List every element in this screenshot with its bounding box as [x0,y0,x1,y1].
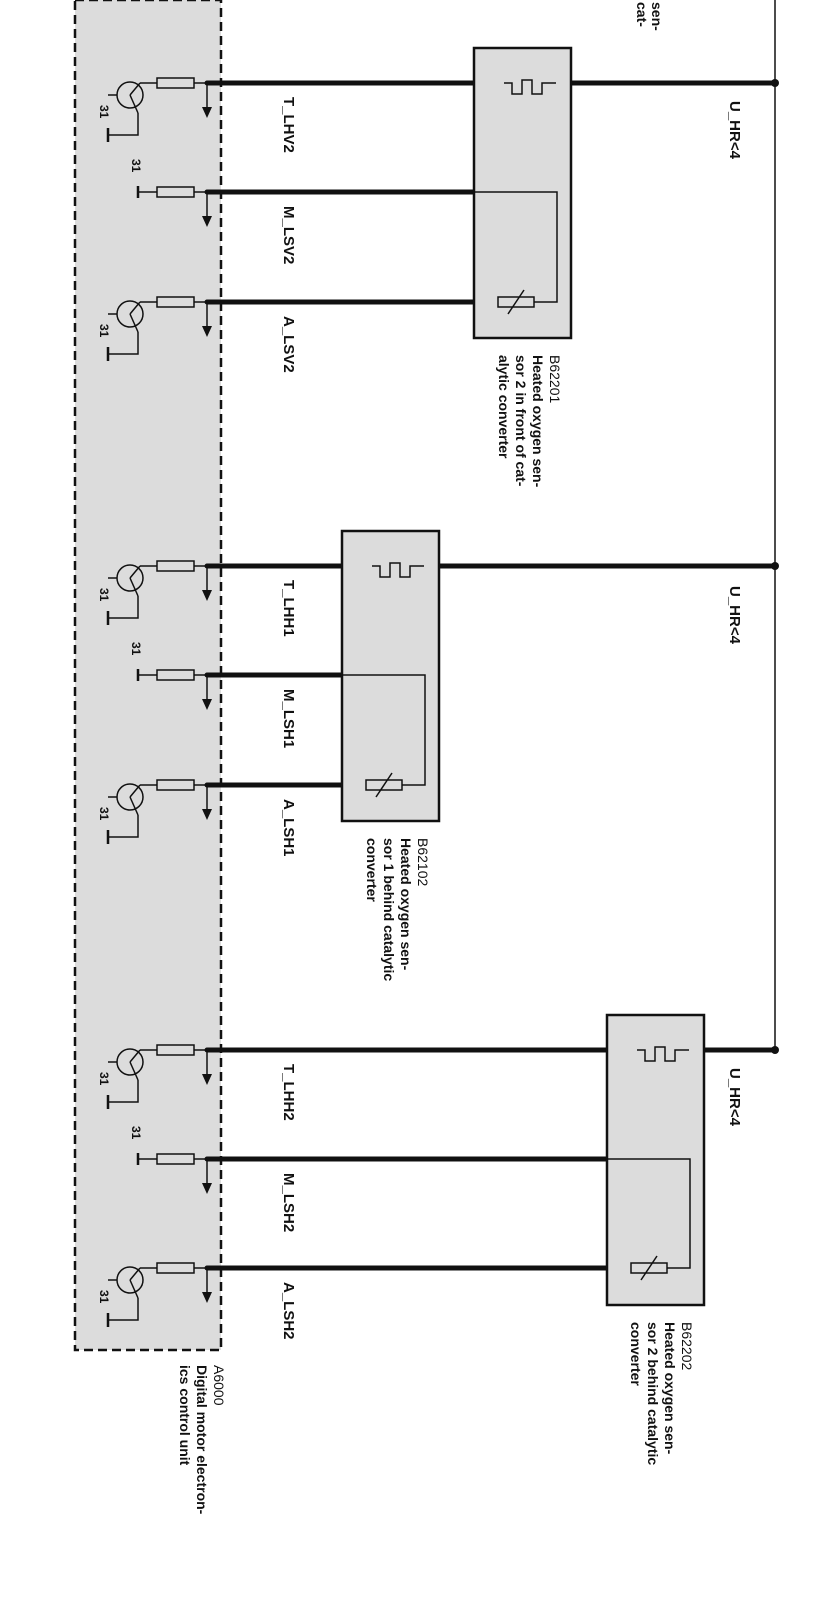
arrow-icon [202,107,212,118]
sensor-id: B62202 [679,1322,695,1370]
pin-label-m-lsh2: M_LSH2 [280,1173,297,1232]
sensor-box [605,1013,706,1307]
transistor-lead [129,82,141,96]
bus-junction [771,562,779,570]
control-unit-circuits: 31 31 31 31 31 31 31 31 31 [97,77,212,1327]
transistor-lead [129,94,139,114]
sensor-desc-line: Heated oxygen sen- [662,1322,678,1455]
pin-label-a-lsv2: A_LSV2 [280,316,297,373]
ground-wire [108,815,139,838]
arrow-icon [202,1074,212,1085]
arrow-icon [202,1183,212,1194]
resistor [156,779,195,791]
arrow-icon [202,590,212,601]
sensor-box [340,529,441,823]
sensor-desc-b62201: B62201 Heated oxygen sen- sor 2 in front… [496,355,563,488]
ground-label: 31 [129,1126,143,1140]
sensor-inner-loop [607,1158,691,1269]
supply-label-1: U_HR<4 [726,101,743,160]
sensor-element-slash [507,289,525,315]
ground-wire [108,596,139,619]
arrow-icon [202,1292,212,1303]
resistor [156,1153,195,1165]
arrow-icon [202,326,212,337]
sensor-desc-b62202: B62202 Heated oxygen sen- sor 2 behind c… [628,1322,695,1465]
arrow-icon [202,809,212,820]
ground-wire [108,1298,139,1321]
transistor-lead [129,1049,141,1063]
resistor [156,186,195,198]
resistor [156,669,195,681]
ground-label: 31 [97,588,111,602]
transistor-lead [129,784,141,798]
resistor [156,1044,195,1056]
sensor-desc-line: converter [364,838,380,902]
sensor-desc-line: converter [628,1322,644,1386]
sensor-desc-line: Heated oxygen sen- [530,355,546,488]
sensor-element-slash [640,1255,658,1281]
pin-label-t-lhv2: T_LHV2 [280,97,297,153]
supply-label-3: U_HR<4 [726,1068,743,1127]
arrow-icon [202,699,212,710]
ground-wire [108,113,139,136]
sensor-desc-line: sor 2 behind catalytic [645,1322,661,1465]
transistor-lead [129,796,139,816]
sensor-group-b62102 [207,529,779,823]
ground-label: 31 [97,1290,111,1304]
transistor-lead [129,313,139,333]
sensor-desc-line: alytic converter [496,355,512,459]
transistor-lead [129,577,139,597]
transistor-lead [129,1061,139,1081]
sensor-inner-loop [474,191,558,303]
sensor-element-slash [375,772,393,798]
arrow-icon [202,216,212,227]
sensor-box [472,46,573,340]
resistor [156,77,195,89]
sensor-group-b62202 [207,1013,779,1307]
top-partial-line1: sen- [649,2,665,31]
heater-element [372,562,424,578]
sensor-id: B62102 [415,838,431,886]
ground-label: 31 [97,324,111,338]
ground-label: 31 [129,642,143,656]
sensor-desc-line: Heated oxygen sen- [398,838,414,971]
pin-label-t-lhh2: T_LHH2 [280,1064,297,1121]
ground-label: 31 [97,105,111,119]
heater-element [637,1046,689,1062]
resistor [156,560,195,572]
ground-label: 31 [97,807,111,821]
control-unit-id: A6000 [211,1365,227,1406]
pin-label-m-lsv2: M_LSV2 [280,206,297,264]
sensor-desc-b62102: B62102 Heated oxygen sen- sor 1 behind c… [364,838,431,981]
bus-junction [771,79,779,87]
pin-label-m-lsh1: M_LSH1 [280,689,297,748]
resistor [156,1262,195,1274]
supply-label-2: U_HR<4 [726,586,743,645]
pin-label-t-lhh1: T_LHH1 [280,580,297,637]
pin-label-a-lsh2: A_LSH2 [280,1282,297,1340]
top-partial-line2: cat- [634,2,650,27]
transistor-lead [129,1267,141,1281]
control-unit-line1: Digital motor electron- [194,1365,210,1515]
ground-label: 31 [97,1072,111,1086]
ground-label: 31 [129,159,143,173]
sensor-desc-line: sor 1 behind catalytic [381,838,397,981]
sensor-desc-line: sor 2 in front of cat- [513,355,529,487]
transistor-lead [129,565,141,579]
control-unit-desc: A6000 Digital motor electron- ics contro… [177,1365,227,1515]
sensor-id: B62201 [547,355,563,403]
transistor-lead [129,301,141,315]
transistor-lead [129,1279,139,1299]
sensor-group-b62201 [207,46,779,340]
control-unit-line2: ics control unit [177,1365,193,1466]
sensor-inner-loop [342,674,426,786]
ground-wire [108,1080,139,1103]
heater-element [504,79,556,95]
bus-junction [771,1046,779,1054]
pin-label-a-lsh1: A_LSH1 [280,799,297,857]
ground-wire [108,332,139,355]
resistor [156,296,195,308]
